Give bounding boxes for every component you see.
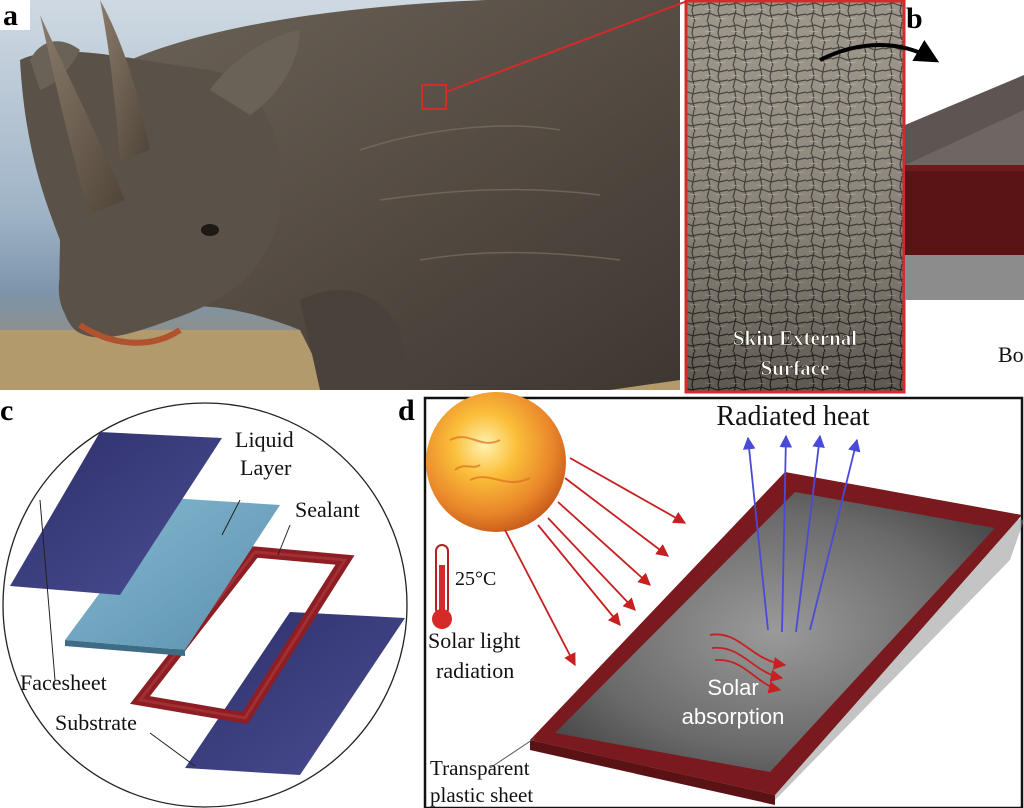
substrate-leader	[149, 732, 196, 767]
sun-icon	[426, 392, 566, 532]
facesheet-plate	[10, 432, 222, 595]
skin-inset: Skin External Surface	[684, 0, 940, 394]
solar-light-arrows	[504, 457, 687, 667]
inset-caption-line2: Surface	[761, 356, 830, 380]
rhino-photo	[0, 0, 680, 390]
solar-absorption-label-line2: absorption	[682, 704, 785, 729]
absorber-plate	[530, 472, 1024, 805]
plastic-sheet-label-line2: plastic sheet	[430, 783, 533, 807]
panel-b-partial-label: Bo	[998, 342, 1024, 367]
plastic-sheet-label-line1: Transparent	[430, 756, 530, 780]
panel-c-label: c	[0, 394, 13, 427]
solar-absorption-arrows	[709, 633, 787, 694]
thermometer-icon	[432, 544, 452, 629]
radiated-heat-label: Radiated heat	[716, 401, 869, 432]
panel-a-label: a	[3, 0, 18, 32]
zoom-connector-line	[445, 0, 691, 93]
panel-b-label: b	[906, 2, 923, 35]
solar-light-label-line2: radiation	[436, 658, 514, 683]
solar-absorption-label-line1: Solar	[707, 675, 758, 700]
sealant-label: Sealant	[295, 497, 360, 522]
facesheet-label: Facesheet	[20, 670, 107, 695]
liquid-leader	[221, 499, 241, 536]
substrate-plate	[185, 612, 405, 775]
temperature-label: 25°C	[455, 568, 496, 590]
exploded-view-circle	[2, 402, 408, 808]
liquid-layer-edge	[65, 640, 185, 656]
inset-caption-line1: Skin External	[733, 326, 857, 350]
substrate-label: Substrate	[55, 710, 137, 735]
panel-a-label-bg	[0, 0, 30, 30]
panel-d-label: d	[398, 394, 415, 427]
liquid-layer-label-line1: Liquid	[235, 427, 294, 452]
layer-block	[905, 75, 1024, 300]
radiated-heat-arrows	[742, 434, 861, 633]
liquid-layer-label-line2: Layer	[240, 455, 292, 480]
liquid-layer-plate	[65, 498, 280, 650]
sealant-leader	[277, 524, 291, 556]
solar-light-label-line1: Solar light	[428, 628, 520, 653]
facesheet-leader	[39, 499, 56, 681]
curved-arrow-icon	[819, 40, 940, 63]
panel-d-frame	[423, 396, 1024, 808]
plastic-sheet-leader	[489, 737, 536, 769]
